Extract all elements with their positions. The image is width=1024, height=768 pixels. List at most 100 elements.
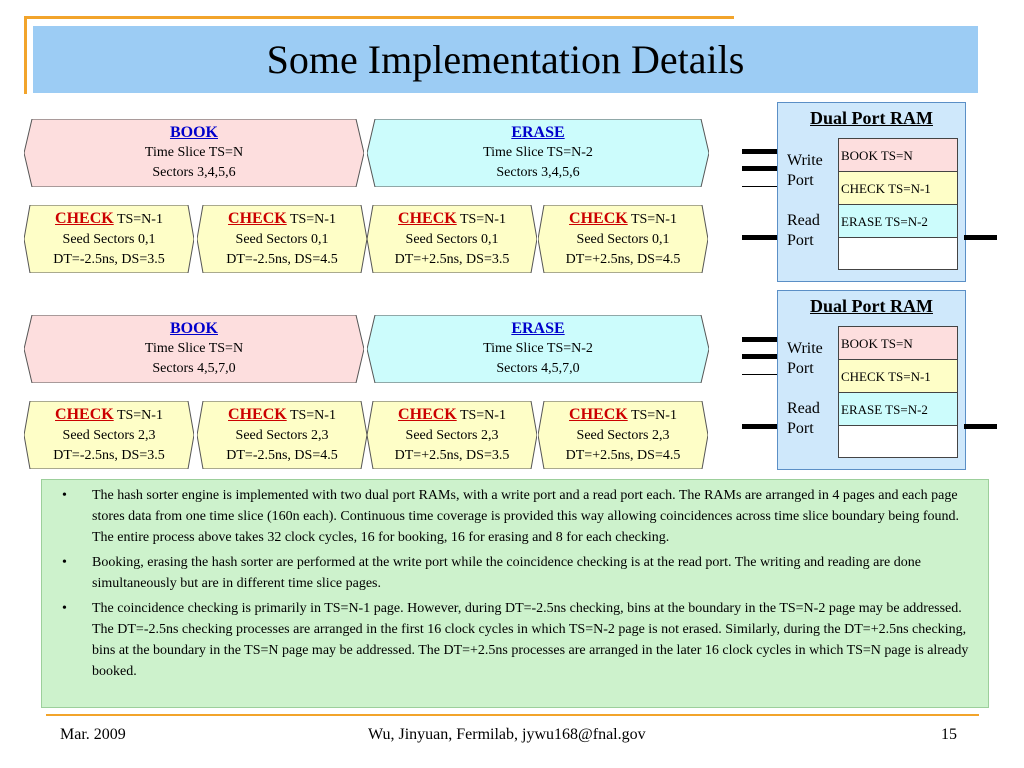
check-line2: DT=+2.5ns, DS=4.5 — [565, 447, 681, 463]
check-title: CHECK — [228, 209, 287, 227]
check-box: CHECK TS=N-1 Seed Sectors 2,3 DT=-2.5ns,… — [24, 401, 194, 469]
check-ts: TS=N-1 — [627, 211, 677, 227]
read-port-label: Read Port — [787, 399, 820, 439]
title-left-rule — [24, 16, 27, 94]
write-bus-line — [742, 166, 777, 171]
check-box: CHECK TS=N-1 Seed Sectors 2,3 DT=+2.5ns,… — [367, 401, 537, 469]
check-ts: TS=N-1 — [286, 407, 336, 423]
check-line2: DT=+2.5ns, DS=4.5 — [565, 251, 681, 267]
ram-pages: BOOK TS=N CHECK TS=N-1 ERASE TS=N-2 — [838, 326, 958, 458]
check-ts: TS=N-1 — [113, 407, 163, 423]
check-title: CHECK — [55, 405, 114, 423]
check-box: CHECK TS=N-1 Seed Sectors 0,1 DT=+2.5ns,… — [367, 205, 537, 273]
check-ts: TS=N-1 — [286, 211, 336, 227]
check-box-shape — [24, 205, 194, 273]
check-line1: Seed Sectors 2,3 — [576, 427, 670, 443]
notes-box: • The hash sorter engine is implemented w… — [41, 479, 989, 708]
footer-author: Wu, Jinyuan, Fermilab, jywu168@fnal.gov — [368, 726, 646, 743]
book-line2: Sectors 3,4,5,6 — [152, 165, 236, 180]
page-title: Some Implementation Details — [266, 37, 745, 82]
write-port-word2: Port — [787, 172, 814, 189]
check-title: CHECK — [569, 209, 628, 227]
dual-port-ram-panel: Dual Port RAM Write Port Read Port BOOK … — [777, 102, 966, 282]
erase-box-shape — [367, 119, 709, 187]
check-box: CHECK TS=N-1 Seed Sectors 2,3 DT=-2.5ns,… — [197, 401, 367, 469]
check-box-shape — [538, 205, 708, 273]
read-bus-line — [742, 424, 777, 429]
check-title: CHECK — [569, 405, 628, 423]
ram-title: Dual Port RAM — [810, 296, 933, 316]
list-item: • The hash sorter engine is implemented w… — [42, 485, 978, 548]
check-ts: TS=N-1 — [113, 211, 163, 227]
read-port-label: Read Port — [787, 211, 820, 251]
bullet-icon: • — [62, 555, 67, 570]
ram-page-check: CHECK TS=N-1 — [838, 171, 958, 204]
check-box-shape — [367, 401, 537, 469]
list-item: •Booking, erasing the hash sorter are pe… — [42, 552, 978, 594]
erase-title: ERASE — [511, 320, 565, 337]
check-box-shape — [24, 401, 194, 469]
book-box: BOOK Time Slice TS=N Sectors 4,5,7,0 — [24, 315, 364, 383]
check-line2: DT=+2.5ns, DS=3.5 — [394, 447, 510, 463]
ram-pages: BOOK TS=N CHECK TS=N-1 ERASE TS=N-2 — [838, 138, 958, 270]
check-box-shape — [197, 205, 367, 273]
check-line2: DT=-2.5ns, DS=3.5 — [53, 447, 165, 463]
list-item: •The coincidence checking is primarily i… — [42, 598, 978, 682]
write-port-word1: Write — [787, 340, 823, 357]
book-line1: Time Slice TS=N — [144, 145, 244, 160]
ram-page-book: BOOK TS=N — [838, 138, 958, 171]
ram-title: Dual Port RAM — [810, 108, 933, 128]
footer-rule — [46, 714, 979, 716]
write-bus-thin — [742, 374, 777, 375]
check-line1: Seed Sectors 0,1 — [405, 231, 499, 247]
check-line2: DT=-2.5ns, DS=4.5 — [226, 447, 338, 463]
erase-title: ERASE — [511, 124, 565, 141]
write-port-word2: Port — [787, 360, 814, 377]
check-box: CHECK TS=N-1 Seed Sectors 2,3 DT=+2.5ns,… — [538, 401, 708, 469]
footer-page-number: 15 — [941, 726, 957, 743]
book-box-shape — [24, 315, 364, 383]
check-title: CHECK — [55, 209, 114, 227]
check-line1: Seed Sectors 0,1 — [576, 231, 670, 247]
check-box: CHECK TS=N-1 Seed Sectors 0,1 DT=+2.5ns,… — [538, 205, 708, 273]
footer-date: Mar. 2009 — [60, 726, 126, 743]
write-port-word1: Write — [787, 152, 823, 169]
title-top-rule — [24, 16, 734, 19]
ram-page-empty — [838, 425, 958, 458]
check-line1: Seed Sectors 0,1 — [235, 231, 329, 247]
check-title: CHECK — [398, 209, 457, 227]
check-line1: Seed Sectors 0,1 — [62, 231, 156, 247]
check-line1: Seed Sectors 2,3 — [405, 427, 499, 443]
read-port-word2: Port — [787, 232, 814, 249]
book-title: BOOK — [169, 320, 218, 337]
bullet-icon: • — [62, 488, 67, 503]
check-box-shape — [197, 401, 367, 469]
check-box-shape — [538, 401, 708, 469]
note-text: The hash sorter engine is implemented wi… — [92, 488, 959, 545]
check-box-shape — [367, 205, 537, 273]
book-box: BOOK Time Slice TS=N Sectors 3,4,5,6 — [24, 119, 364, 187]
write-port-label: Write Port — [787, 151, 823, 191]
write-bus-line — [742, 149, 777, 154]
book-line1: Time Slice TS=N — [144, 341, 244, 356]
bullet-icon: • — [62, 601, 67, 616]
check-line2: DT=-2.5ns, DS=3.5 — [53, 251, 165, 267]
write-bus-line — [742, 354, 777, 359]
erase-line2: Sectors 4,5,7,0 — [496, 361, 580, 376]
check-ts: TS=N-1 — [456, 407, 506, 423]
erase-box: ERASE Time Slice TS=N-2 Sectors 4,5,7,0 — [367, 315, 709, 383]
check-line2: DT=-2.5ns, DS=4.5 — [226, 251, 338, 267]
check-box: CHECK TS=N-1 Seed Sectors 0,1 DT=-2.5ns,… — [197, 205, 367, 273]
read-output-line — [964, 424, 997, 429]
title-band — [33, 26, 978, 93]
read-bus-line — [742, 235, 777, 240]
check-ts: TS=N-1 — [456, 211, 506, 227]
book-title: BOOK — [169, 124, 218, 141]
check-title: CHECK — [228, 405, 287, 423]
erase-box: ERASE Time Slice TS=N-2 Sectors 3,4,5,6 — [367, 119, 709, 187]
write-port-label: Write Port — [787, 339, 823, 379]
erase-line2: Sectors 3,4,5,6 — [496, 165, 580, 180]
erase-line1: Time Slice TS=N-2 — [483, 341, 593, 356]
ram-page-book: BOOK TS=N — [838, 326, 958, 359]
check-ts: TS=N-1 — [627, 407, 677, 423]
